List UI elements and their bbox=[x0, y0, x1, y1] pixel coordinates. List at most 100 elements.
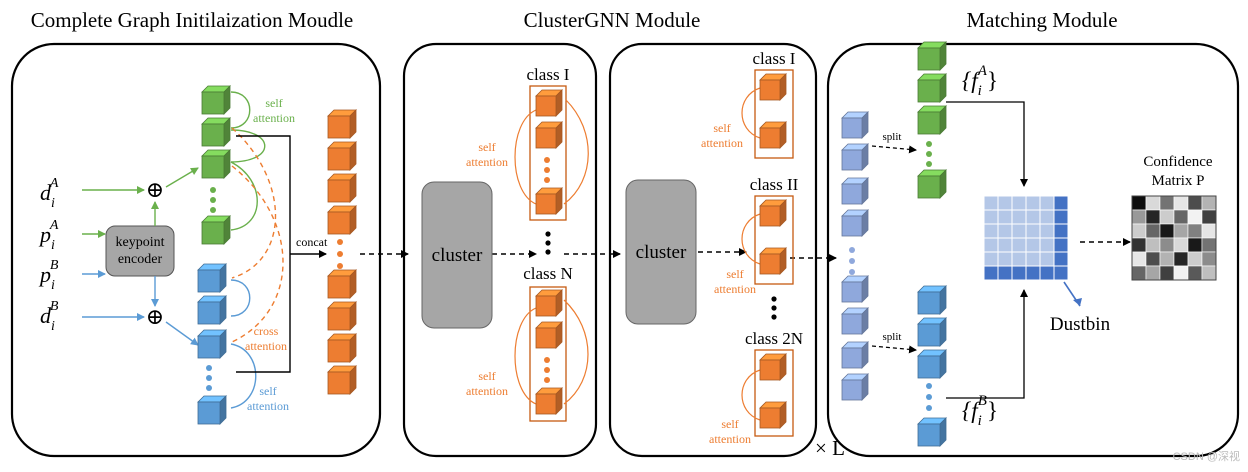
lavender-cube-bottom-2 bbox=[841, 341, 869, 369]
score-matrix bbox=[983, 195, 1069, 281]
lavender-cube-top-1 bbox=[841, 143, 869, 171]
input-d-A: diA bbox=[40, 176, 59, 211]
repeat-L-label: × L bbox=[815, 436, 845, 460]
ellipsis-dots bbox=[206, 141, 932, 411]
split-green-cube-3 bbox=[917, 169, 947, 199]
score-cell bbox=[1025, 195, 1041, 211]
concat-cube-bottom-0 bbox=[327, 269, 357, 299]
confidence-cell bbox=[1201, 265, 1217, 281]
lavender-cube-top-0 bbox=[841, 111, 869, 139]
lavender-cube-bottom-0 bbox=[841, 275, 869, 303]
confidence-label-1: Confidence bbox=[1143, 154, 1212, 170]
concat-cube-top-2 bbox=[327, 173, 357, 203]
blue-dot-2 bbox=[206, 385, 212, 391]
green-dot-2 bbox=[210, 207, 216, 213]
keypoint-encoder-box bbox=[105, 225, 175, 277]
confidence-cell bbox=[1145, 195, 1161, 211]
score-cell bbox=[1025, 237, 1041, 253]
class2N-cube-0 bbox=[759, 353, 787, 381]
class-I-frame-2 bbox=[754, 69, 794, 159]
confidence-cell bbox=[1187, 223, 1203, 239]
class-I-frame-1 bbox=[529, 85, 567, 221]
score-cell bbox=[1011, 195, 1027, 211]
cluster-box-1 bbox=[421, 181, 493, 329]
score-cell bbox=[1025, 209, 1041, 225]
concat-cube-top-3 bbox=[327, 205, 357, 235]
classI-cube-0 bbox=[535, 89, 563, 117]
confidence-cell bbox=[1145, 223, 1161, 239]
split-blue-dot-1 bbox=[926, 394, 932, 400]
classI-dot-2 bbox=[544, 177, 550, 183]
feature-cubes bbox=[197, 41, 947, 447]
split-green-dot-2 bbox=[926, 161, 932, 167]
confidence-cell bbox=[1131, 195, 1147, 211]
score-cell bbox=[1053, 265, 1069, 281]
score-cell bbox=[1039, 223, 1055, 239]
classN-cube-1 bbox=[535, 321, 563, 349]
confidence-cell bbox=[1159, 209, 1175, 225]
lavender-dot-1 bbox=[849, 258, 855, 264]
lavender-cube-top-3 bbox=[841, 209, 869, 237]
split-green-cube-0 bbox=[917, 41, 947, 71]
score-cell bbox=[983, 209, 999, 225]
self-attention-orange-e1: self bbox=[721, 417, 738, 431]
matching-module-frame bbox=[826, 42, 1240, 458]
score-cell bbox=[983, 265, 999, 281]
class-II-frame bbox=[754, 195, 794, 285]
confidence-cell bbox=[1173, 251, 1189, 267]
score-cell bbox=[983, 237, 999, 253]
confidence-cell bbox=[1201, 195, 1217, 211]
score-cell bbox=[1039, 195, 1055, 211]
feature-set-B: {fiB} bbox=[962, 393, 998, 429]
confidence-cell bbox=[1201, 209, 1217, 225]
self-attention-blue-2: attention bbox=[247, 399, 289, 413]
input-d-B: diB bbox=[40, 299, 59, 334]
class-I-label-2: class I bbox=[753, 49, 796, 68]
confidence-label-2: Matrix P bbox=[1152, 173, 1205, 189]
confidence-cell bbox=[1145, 237, 1161, 253]
concat-cube-bottom-2 bbox=[327, 333, 357, 363]
class-2N-frame bbox=[754, 349, 794, 437]
green-cube-3 bbox=[201, 215, 231, 245]
green-cube-2 bbox=[201, 149, 231, 179]
confidence-cell bbox=[1187, 265, 1203, 281]
class2N-cube-1 bbox=[759, 401, 787, 429]
self-attention-green-1: self bbox=[265, 96, 282, 110]
score-cell bbox=[1039, 251, 1055, 267]
cluster-label-1: cluster bbox=[432, 245, 483, 266]
svg-text:piB: piB bbox=[38, 258, 59, 293]
confidence-cell bbox=[1131, 223, 1147, 239]
green-dot-0 bbox=[210, 187, 216, 193]
classII-cube-0 bbox=[759, 199, 787, 227]
confidence-cell bbox=[1159, 265, 1175, 281]
svg-text:diB: diB bbox=[40, 299, 59, 334]
keypoint-encoder-label-1: keypoint bbox=[116, 235, 165, 250]
split-label-top: split bbox=[883, 131, 902, 143]
classI-dot-1 bbox=[544, 167, 550, 173]
score-cell bbox=[1053, 195, 1069, 211]
cross-attention-2: attention bbox=[245, 339, 287, 353]
class-II-label: class II bbox=[750, 175, 799, 194]
title-matching: Matching Module bbox=[966, 8, 1117, 32]
confidence-matrix-P bbox=[1131, 195, 1217, 281]
classI2-cube-1 bbox=[759, 121, 787, 149]
self-attention-green-2: attention bbox=[253, 111, 295, 125]
blue-cube-2 bbox=[197, 329, 227, 359]
classN-cube-0 bbox=[535, 289, 563, 317]
score-cell bbox=[997, 195, 1013, 211]
confidence-cell bbox=[1159, 237, 1175, 253]
split-blue-cube-0 bbox=[917, 285, 947, 315]
concat-dot-1 bbox=[337, 251, 343, 257]
clustergnn-frame-2 bbox=[608, 42, 818, 458]
confidence-cell bbox=[1145, 265, 1161, 281]
score-cell bbox=[1053, 251, 1069, 267]
score-cell bbox=[997, 209, 1013, 225]
blue-cube-0 bbox=[197, 263, 227, 293]
plus-operator-B: ⊕ bbox=[146, 304, 164, 329]
confidence-cell bbox=[1187, 237, 1203, 253]
score-cell bbox=[997, 223, 1013, 239]
score-cell bbox=[1011, 223, 1027, 239]
confidence-cell bbox=[1131, 209, 1147, 225]
green-cube-0 bbox=[201, 85, 231, 115]
split-blue-cube-1 bbox=[917, 317, 947, 347]
